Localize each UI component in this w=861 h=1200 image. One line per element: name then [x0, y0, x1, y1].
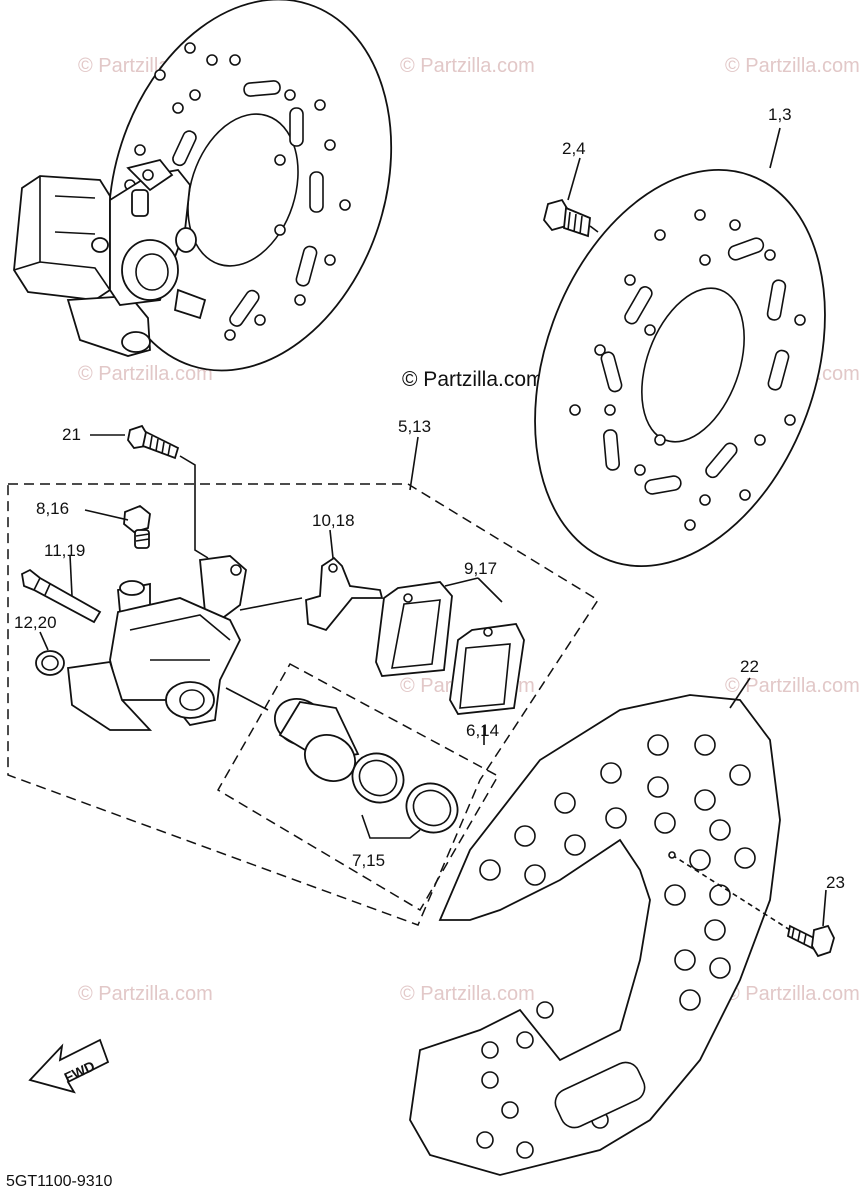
watermark: © Partzilla.com — [400, 55, 535, 77]
leader-lines — [39, 127, 827, 931]
callout-8-16: 8,16 — [36, 499, 69, 518]
disc-guard-part — [409, 694, 781, 1176]
watermark: © Partzilla.com — [725, 675, 860, 697]
pad-spring-part — [305, 556, 384, 632]
guard-bolt-part — [786, 924, 835, 958]
watermark: © Partzilla.com — [725, 55, 860, 77]
brake-pad-part — [375, 581, 525, 715]
assembled-brake-disc — [107, 0, 393, 372]
callouts: 1,3 2,4 21 5,13 8,16 10,18 11,19 9,17 12… — [14, 105, 845, 892]
callout-11-19: 11,19 — [44, 541, 85, 560]
callout-6-14: 6,14 — [466, 721, 499, 740]
bleed-screw-part — [123, 504, 151, 549]
center-watermark: © Partzilla.com — [402, 368, 544, 391]
callout-22: 22 — [740, 657, 759, 676]
callout-23: 23 — [826, 873, 845, 892]
callout-12-20: 12,20 — [14, 613, 57, 632]
fwd-arrow-icon: FWD — [28, 1038, 110, 1094]
disc-bolt-part — [543, 198, 599, 238]
watermark: © Partzilla.com — [725, 983, 860, 1005]
callout-10-18: 10,18 — [312, 511, 355, 530]
piston-part — [274, 698, 360, 782]
callout-5-13: 5,13 — [398, 417, 431, 436]
watermark: © Partzilla.com — [78, 363, 213, 385]
watermark: © Partzilla.com — [78, 983, 213, 1005]
boot-part — [35, 650, 65, 676]
callout-2-4: 2,4 — [562, 139, 586, 158]
brake-disc-part — [534, 169, 826, 567]
callout-7-15: 7,15 — [352, 851, 385, 870]
piston-kit-outline — [216, 662, 500, 912]
assembled-caliper — [13, 158, 207, 357]
callout-21: 21 — [62, 425, 81, 444]
slide-pin-part — [21, 568, 102, 624]
callout-1-3: 1,3 — [768, 105, 792, 124]
callout-9-17: 9,17 — [464, 559, 497, 578]
caliper-bolt-part — [127, 424, 180, 460]
caliper-body-part — [67, 555, 247, 731]
caliper-assembly-outline — [7, 483, 600, 926]
piston-seal-part — [351, 752, 459, 834]
watermark: © Partzilla.com — [400, 983, 535, 1005]
diagram-code: 5GT1100-9310 — [6, 1173, 113, 1190]
